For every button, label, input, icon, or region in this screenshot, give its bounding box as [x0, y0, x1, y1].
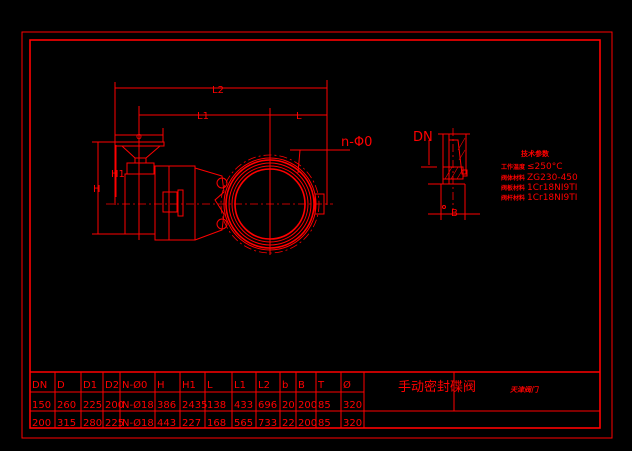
table-cell: 433: [234, 400, 253, 411]
table-cell: 225: [105, 418, 124, 429]
logo: 天津阀门: [510, 385, 539, 394]
tech-value: 1Cr18NI9TI: [527, 183, 577, 193]
dim-H1: H1: [111, 169, 125, 180]
table-cell: 150: [32, 400, 51, 411]
table-header: N-Ø0: [122, 379, 147, 391]
tech-label: 工作温度: [501, 163, 526, 171]
table-cell: 733: [258, 418, 277, 429]
inner-frame: [29, 39, 601, 429]
dimension-lines: [92, 80, 350, 255]
dim-B: B: [451, 208, 458, 219]
table-cell: 315: [57, 418, 76, 429]
table-cell: 168: [207, 418, 226, 429]
table-cell: 20: [282, 400, 295, 411]
table-cell: 320: [343, 400, 362, 411]
table-cell: 200: [298, 400, 317, 411]
table-header: Ø: [343, 379, 351, 391]
dim-L1: L1: [197, 111, 209, 122]
table-header: L: [207, 380, 213, 391]
table-header: D: [57, 380, 65, 391]
table-cell: 386: [157, 400, 176, 411]
table-header: T: [317, 380, 325, 391]
table-cell: 2435: [182, 400, 207, 411]
table-header: b: [282, 380, 288, 391]
tech-label: 阀体材料: [501, 174, 525, 182]
table-header: H: [157, 380, 165, 391]
table-cell: 227: [182, 418, 201, 429]
table-cell: 200: [105, 400, 124, 411]
dim-L2: L2: [212, 85, 224, 96]
table-header: H1: [182, 380, 196, 391]
table-cell: 225: [83, 400, 102, 411]
tech-label: 阀板材料: [501, 184, 525, 192]
tech-params: 技术参数 工作温度 ≤250°C 阀体材料 ZG230-450 阀板材料 1Cr…: [501, 149, 578, 203]
spec-table: [29, 371, 600, 428]
table-cell: 200: [32, 418, 51, 429]
table-cell: 22: [282, 418, 295, 429]
table-cell: 443: [157, 418, 176, 429]
dim-H: H: [93, 184, 101, 195]
table-cell: 260: [57, 400, 76, 411]
table-header: D1: [83, 380, 97, 391]
table-cell: 200: [298, 418, 317, 429]
table-cell: 565: [234, 418, 253, 429]
outer-frame: [21, 31, 613, 439]
dim-holes: n-Φ0: [341, 135, 372, 150]
tech-label: 阀杆材料: [501, 194, 525, 202]
table-header: DN: [32, 380, 47, 391]
table-header: L2: [258, 380, 270, 391]
table-cell: N-Ø18: [122, 417, 154, 429]
tech-value: ≤250°C: [527, 162, 563, 172]
table-cell: N-Ø18: [122, 399, 154, 411]
dim-DN: DN: [413, 130, 433, 145]
tech-value: 1Cr18NI9TI: [527, 193, 577, 203]
table-cell: 280: [83, 418, 102, 429]
table-cell: 85: [318, 418, 331, 429]
table-cell: 85: [318, 400, 331, 411]
table-cell: 696: [258, 400, 277, 411]
valve-front-view: [106, 141, 333, 255]
table-title: 手动密封碟阀: [398, 379, 476, 395]
valve-section-view: [421, 128, 480, 220]
table-header: B: [298, 380, 305, 391]
table-cell: 138: [207, 400, 226, 411]
tech-value: ZG230-450: [527, 173, 578, 183]
dim-phi: φ: [136, 132, 142, 142]
table-header: D2: [105, 380, 119, 391]
table-header: L1: [234, 380, 246, 391]
dim-L: L: [296, 111, 302, 122]
tech-title: 技术参数: [521, 149, 550, 158]
table-cell: 320: [343, 418, 362, 429]
